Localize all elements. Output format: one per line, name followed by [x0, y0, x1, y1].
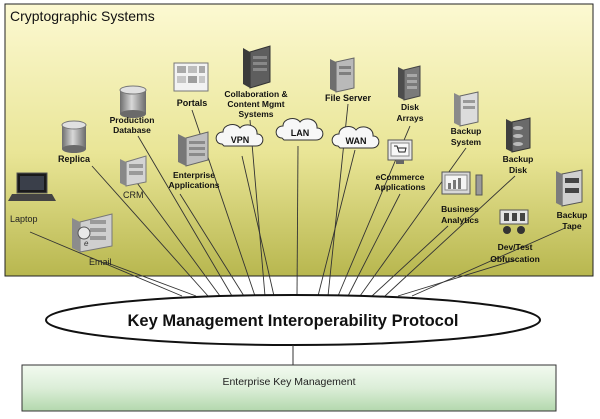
- laptop-label: Laptop: [10, 214, 38, 224]
- file-server-label: File Server: [325, 93, 372, 103]
- replica-label: Replica: [58, 154, 91, 164]
- enterprise-key-management-label: Enterprise Key Management: [222, 376, 355, 388]
- lan-label: LAN: [291, 128, 310, 138]
- backup-tape-label-line2: Tape: [562, 221, 581, 231]
- email-label: Email: [89, 257, 112, 267]
- production-database-label-line2: Database: [113, 125, 151, 135]
- email-server-icon: [72, 213, 113, 253]
- replica-database-icon: [61, 120, 87, 153]
- backup-tape-icon: [556, 169, 583, 207]
- connector-lines: [29, 103, 566, 297]
- collaboration-label-line3: Systems: [239, 109, 274, 119]
- devtest-label-line1: Dev/Test: [498, 242, 533, 252]
- backup-system-icon: [454, 91, 479, 127]
- ecommerce-label-line2: Applications: [374, 182, 425, 192]
- business-analytics-label-line1: Business: [441, 204, 479, 214]
- wan-label: WAN: [346, 136, 367, 146]
- kmip-protocol-label: Key Management Interoperability Protocol: [128, 312, 459, 330]
- vpn-cloud-icon: [215, 124, 264, 147]
- enterprise-applications-label-line1: Enterprise: [173, 170, 215, 180]
- portals-icon: [173, 62, 209, 92]
- crm-server-icon: [120, 155, 147, 187]
- backup-tape-label-line1: Backup: [557, 210, 588, 220]
- devtest-label-line2: Obfuscation: [490, 254, 540, 264]
- production-database-label-line1: Production: [110, 115, 155, 125]
- backup-disk-label-line1: Backup: [503, 154, 534, 164]
- enterprise-applications-icon: [178, 131, 209, 167]
- panel-title: Cryptographic Systems: [10, 8, 155, 24]
- business-analytics-icon: [441, 171, 483, 196]
- backup-disk-label-line2: Disk: [509, 165, 527, 175]
- disk-arrays-label-line2: Arrays: [397, 113, 424, 123]
- vpn-label: VPN: [231, 135, 250, 145]
- collaboration-label-line1: Collaboration &: [224, 89, 287, 99]
- wan-cloud-icon: [331, 126, 380, 149]
- crm-label: CRM: [123, 190, 144, 200]
- ecommerce-label-line1: eCommerce: [376, 172, 425, 182]
- devtest-obfuscation-icon: [499, 209, 529, 234]
- enterprise-key-management-box: [21, 364, 557, 412]
- backup-system-label-line1: Backup: [451, 126, 482, 136]
- business-analytics-label-line2: Analytics: [441, 215, 479, 225]
- collaboration-server-icon: [243, 45, 271, 89]
- collaboration-label-line2: Content Mgmt: [227, 99, 284, 109]
- file-server-icon: [330, 57, 355, 93]
- backup-disk-icon: [506, 117, 531, 153]
- email-e-glyph: e: [84, 239, 89, 248]
- laptop-icon: [8, 172, 56, 201]
- production-database-icon: [119, 85, 147, 118]
- disk-arrays-label-line1: Disk: [401, 102, 419, 112]
- disk-arrays-icon: [398, 65, 421, 101]
- portals-label: Portals: [177, 98, 208, 108]
- ecommerce-applications-icon: [387, 139, 413, 164]
- enterprise-applications-label-line2: Applications: [168, 180, 219, 190]
- lan-cloud-icon: [275, 118, 324, 141]
- backup-system-label-line2: System: [451, 137, 482, 147]
